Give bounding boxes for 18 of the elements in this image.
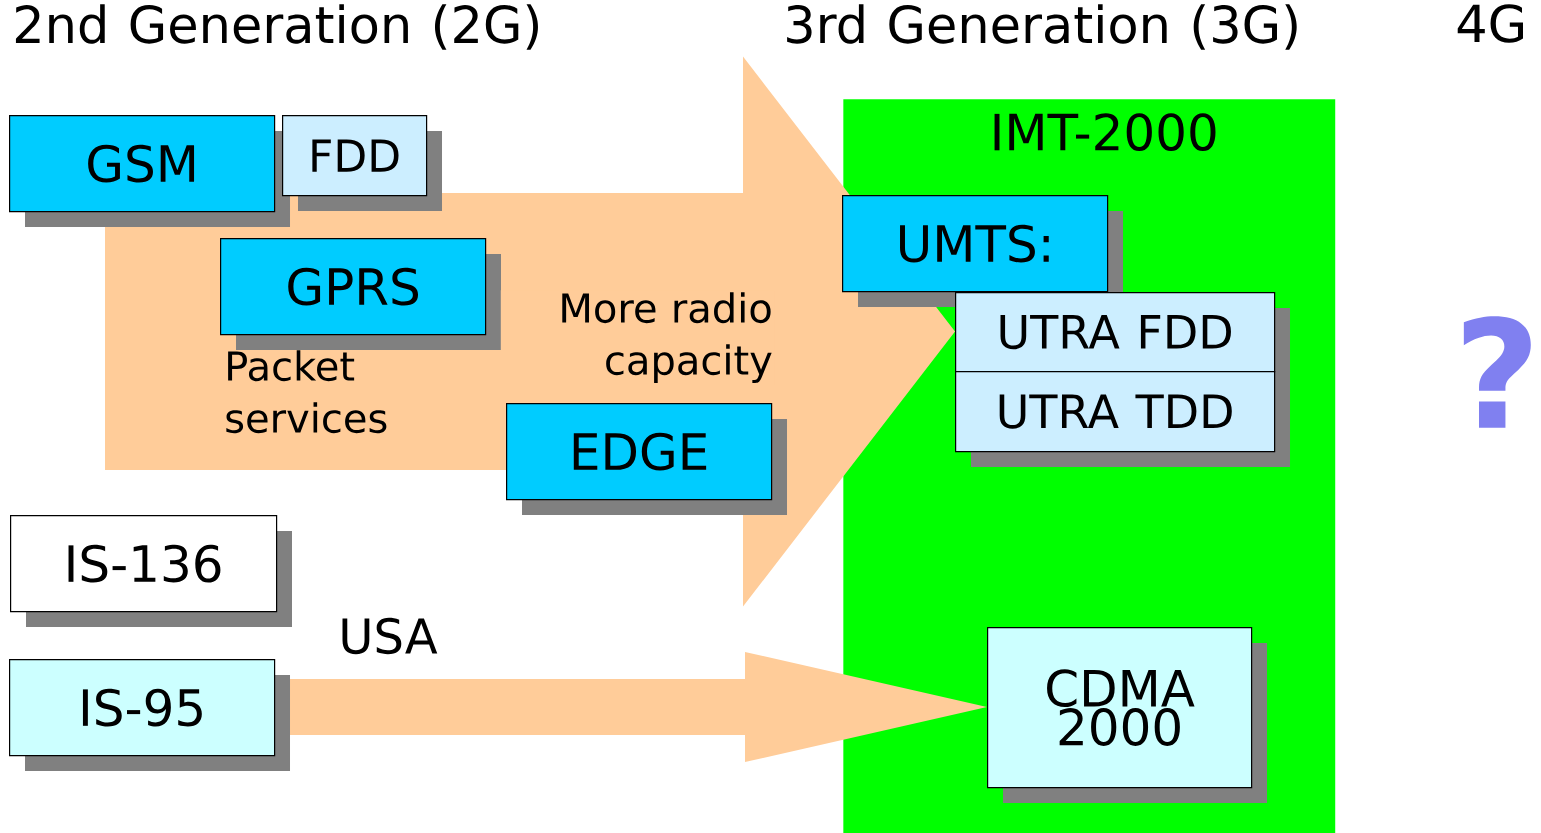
technology-box: UTRA TDD [955,371,1290,467]
edge-label: USA [336,615,440,657]
technology-box: IS-136 [10,515,292,627]
heading: 3rd Generation (3G) [787,4,1297,50]
technology-box: FDD [282,115,442,211]
technology-box: UTRA FDD [955,292,1290,387]
technology-box: GPRS [220,238,501,350]
edge-label: More radio capacity [500,290,775,385]
question-mark: ? [1463,316,1531,428]
heading: 2nd Generation (2G) [15,4,538,50]
technology-box: IS-95 [9,659,290,771]
technology-box: GSM [9,115,290,227]
block-arrow [290,652,987,762]
technology-box: CDMA 2000 [987,627,1267,803]
technology-box: UMTS: [842,195,1123,307]
annotation-text: Packet services [226,350,387,434]
technology-box: EDGE [506,403,787,515]
heading: 4G [1457,4,1523,43]
